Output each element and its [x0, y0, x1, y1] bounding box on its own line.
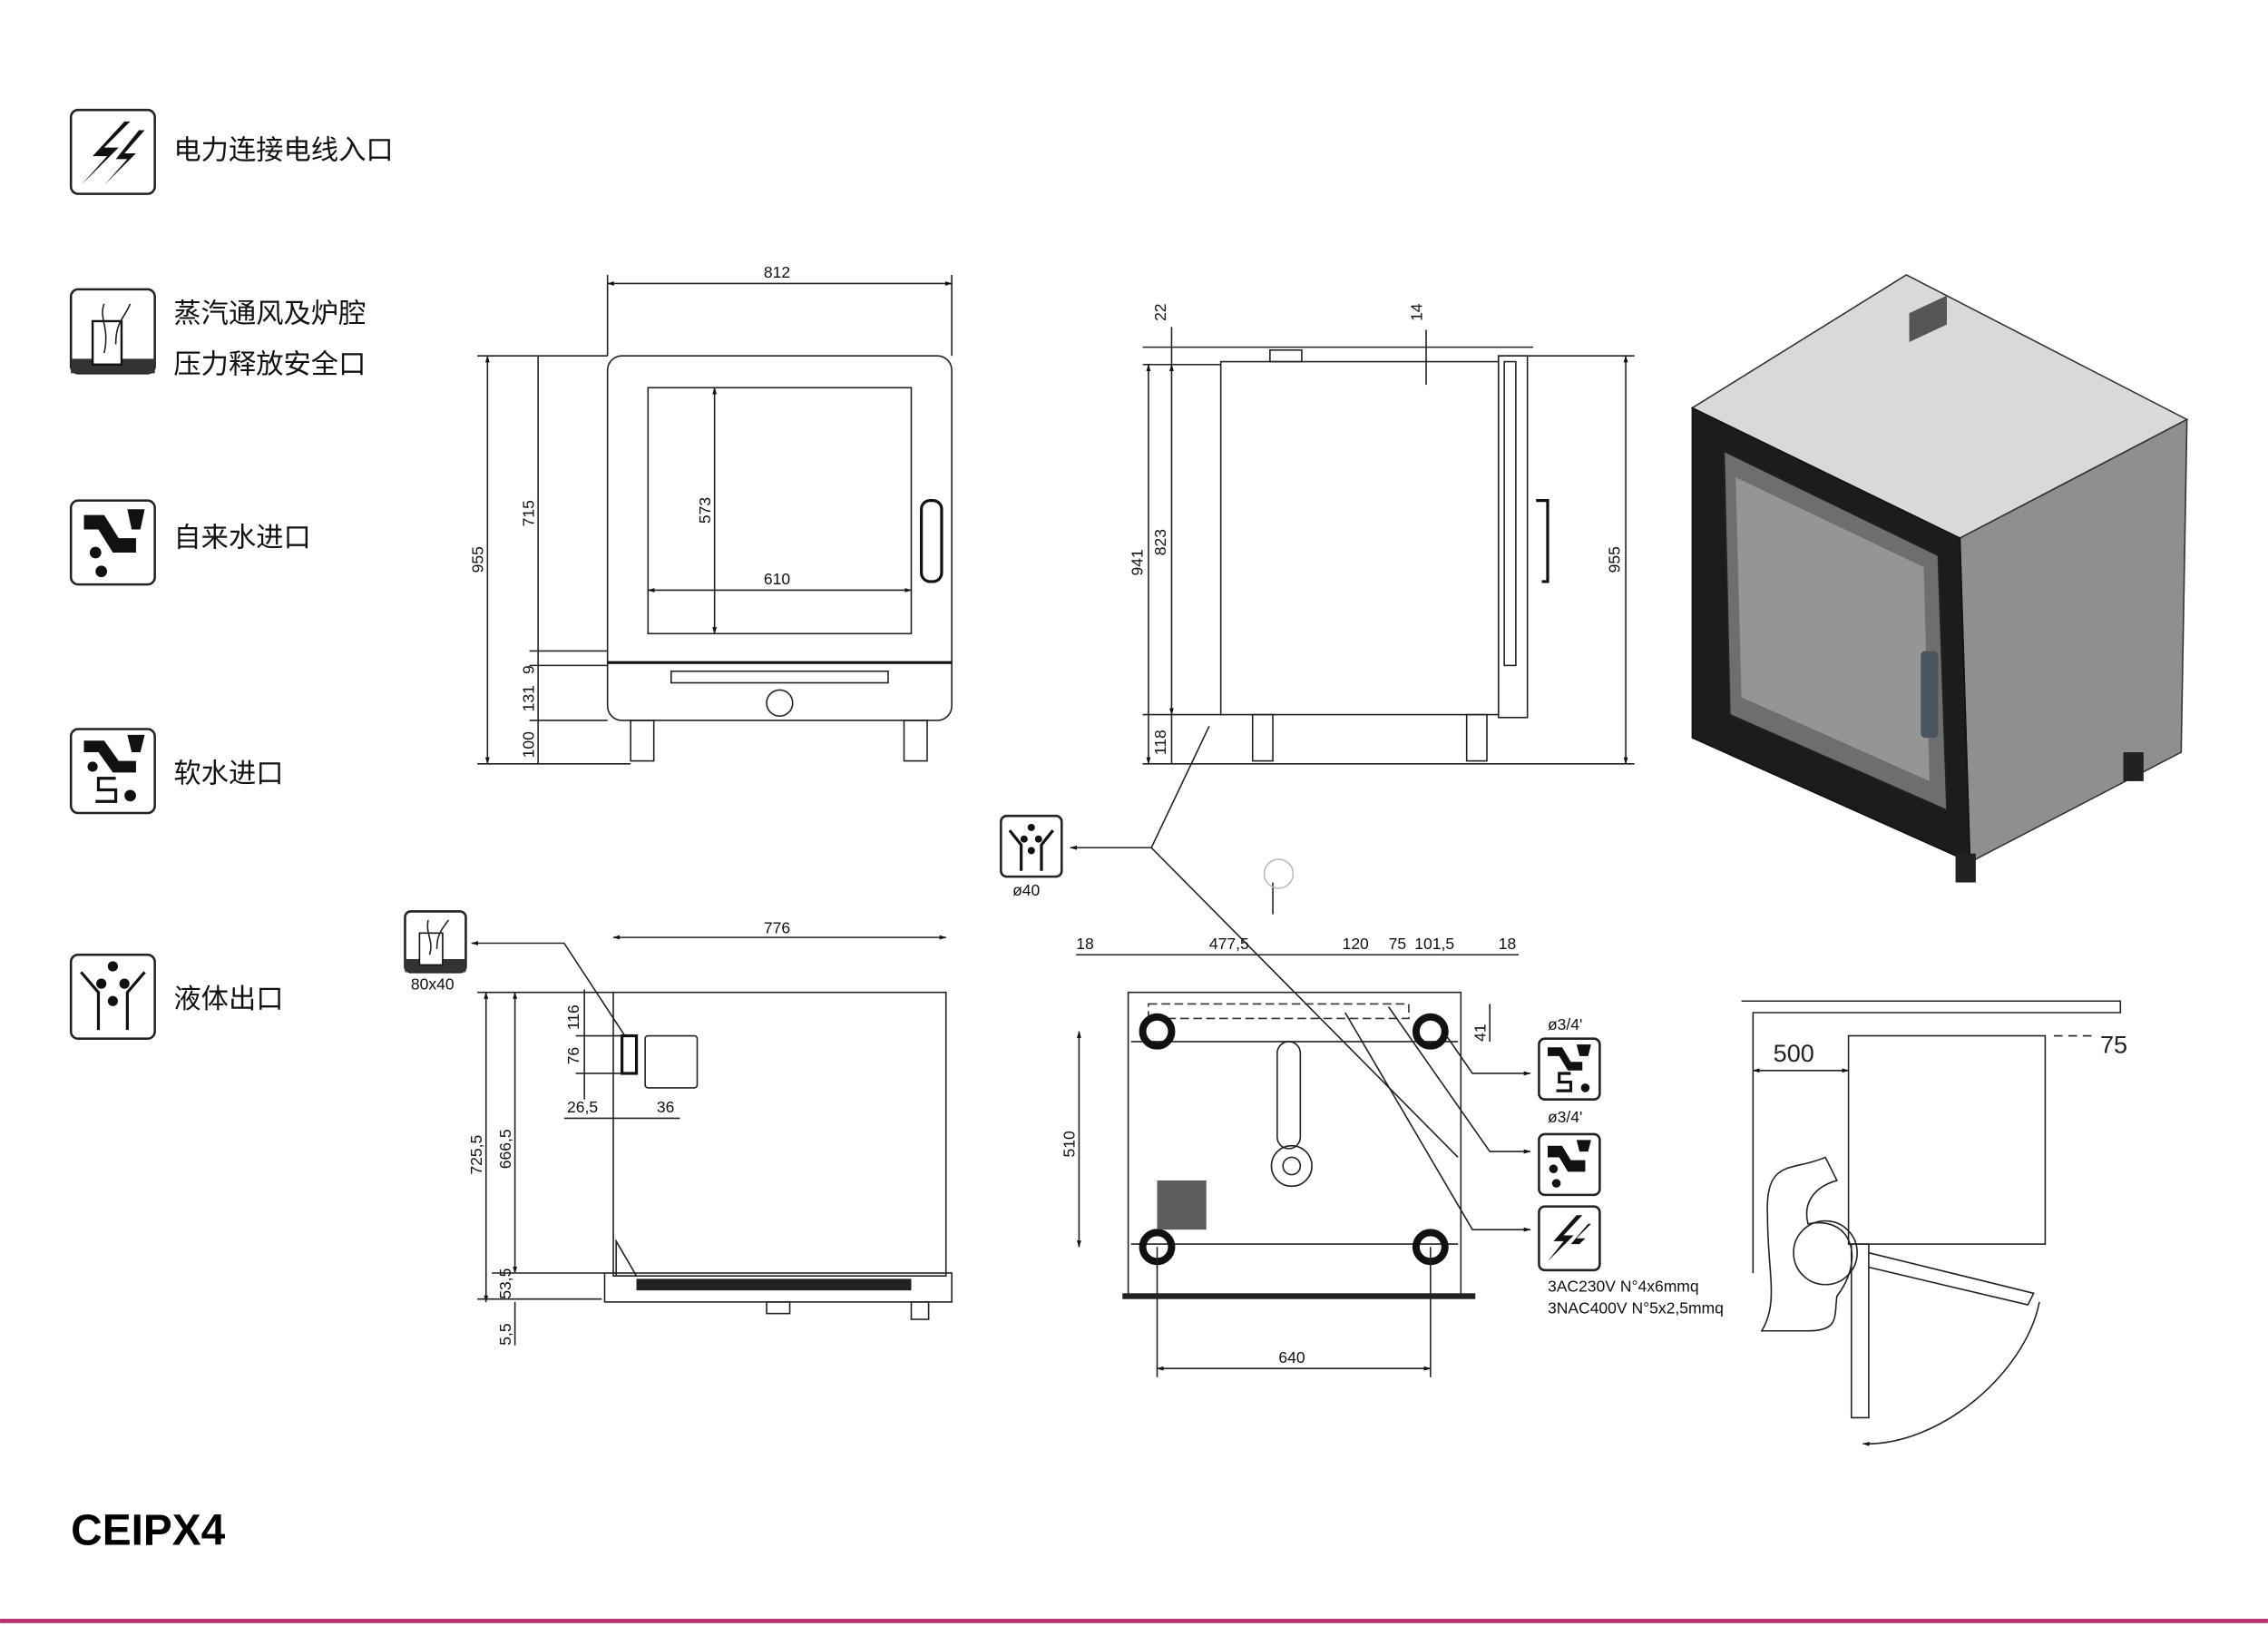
soft-water-size-label: ø3/4'	[1548, 1015, 1582, 1033]
dim-bottom-d1: 120	[1343, 935, 1369, 953]
legend-label-line1: 蒸汽通风及炉腔	[173, 299, 366, 330]
front-view-drawing: 812 573 610 955 715 9 131 100	[469, 263, 953, 765]
dim-side-height: 941	[1129, 549, 1147, 575]
dim-bottom-d3: 101,5	[1414, 935, 1454, 953]
electric-connection-icon	[1538, 1205, 1601, 1272]
tap-water-size-label: ø3/4'	[1548, 1108, 1582, 1126]
dim-bottom-b: 5,5	[496, 1323, 514, 1345]
top-view-drawing: 80x40 776 725,5 666,5 116 76 26,5 36 53,…	[404, 910, 953, 1346]
dim-bottom-drain-x: 477,5	[1209, 935, 1249, 953]
steam-vent-icon	[404, 910, 467, 974]
soft-water-icon	[69, 728, 156, 815]
dim-front-gap: 9	[519, 665, 537, 674]
vent-size-label: 80x40	[411, 975, 455, 994]
tap-water-icon	[69, 499, 156, 586]
dim-vent-height: 76	[564, 1047, 582, 1064]
dim-top-depth: 666,5	[496, 1129, 514, 1169]
dim-side-feet: 118	[1151, 730, 1169, 755]
dim-vent-x: 26,5	[567, 1098, 598, 1116]
dim-glass-height: 573	[696, 497, 714, 524]
dim-side-body: 823	[1151, 529, 1169, 555]
clearance-left-label: 500	[1774, 1039, 1814, 1067]
tap-water-icon	[1538, 1132, 1601, 1197]
drain-callout: ø40	[1000, 725, 1459, 1159]
soft-water-icon	[1538, 1037, 1601, 1101]
dim-side-height-total: 955	[1606, 546, 1624, 573]
dim-side-top-offset: 22	[1151, 303, 1169, 320]
power-spec-line2: 3NAC400V N°5x2,5mmq	[1548, 1299, 1724, 1317]
dim-top-depth-total: 725,5	[467, 1135, 485, 1175]
legend-label: 软水进口	[173, 759, 283, 790]
steam-vent-icon	[69, 288, 156, 375]
footer-accent-line	[0, 1619, 2268, 1623]
dim-bottom-feet-width: 640	[1278, 1348, 1305, 1366]
drain-size-label: ø40	[1012, 881, 1040, 899]
legend-label: 自来水进口	[173, 523, 310, 554]
dim-front-lower: 131	[519, 685, 537, 711]
legend-label-line2: 压力释放安全口	[173, 348, 366, 380]
legend-steam-vent: 蒸汽通风及炉腔 压力释放安全口	[69, 288, 366, 380]
dim-bottom-inlet-offset: 41	[1471, 1024, 1489, 1041]
liquid-drain-icon	[1000, 814, 1063, 878]
dim-bottom-left-margin: 18	[1076, 935, 1093, 953]
legend-label: 电力连接电线入口	[173, 134, 393, 166]
legend-soft-water: 软水进口	[69, 728, 284, 815]
clearance-right-label: 75	[2100, 1031, 2127, 1059]
dim-top-width: 776	[764, 918, 790, 936]
legend-label: 液体出口	[173, 984, 283, 1015]
dim-side-door-offset: 14	[1407, 303, 1425, 321]
bottom-view-drawing: 18 477,5 120 75 101,5 18 510 640 41 ø3/4…	[1061, 858, 1724, 1377]
model-title: CEIPX4	[71, 1507, 225, 1555]
liquid-drain-icon	[69, 953, 156, 1040]
power-spec-line1: 3AC230V N°4x6mmq	[1548, 1278, 1699, 1296]
electric-connection-icon	[69, 108, 156, 195]
dim-vent-width: 36	[657, 1098, 674, 1116]
legend-liquid-drain: 液体出口	[69, 953, 284, 1040]
clearance-diagram: 500 75	[1741, 1000, 2127, 1446]
dim-bottom-d2: 75	[1389, 935, 1406, 953]
dim-bottom-feet-depth: 510	[1061, 1131, 1079, 1157]
legend-electric: 电力连接电线入口	[69, 108, 394, 195]
dim-front-upper: 715	[519, 500, 537, 526]
dim-front-width: 812	[764, 263, 790, 281]
dim-glass-width: 610	[764, 570, 790, 588]
legend-tap-water: 自来水进口	[69, 499, 311, 586]
dim-bottom-right-margin: 18	[1499, 935, 1516, 953]
dim-front-feet: 100	[519, 731, 537, 758]
dim-vent-from-top: 116	[564, 1004, 582, 1030]
oven-3d-render	[1690, 274, 2189, 883]
dim-bottom-a: 53,5	[496, 1268, 514, 1299]
dim-front-height-total: 955	[469, 546, 487, 573]
side-view-drawing: 22 14 941 823 118 955	[1129, 303, 1635, 765]
